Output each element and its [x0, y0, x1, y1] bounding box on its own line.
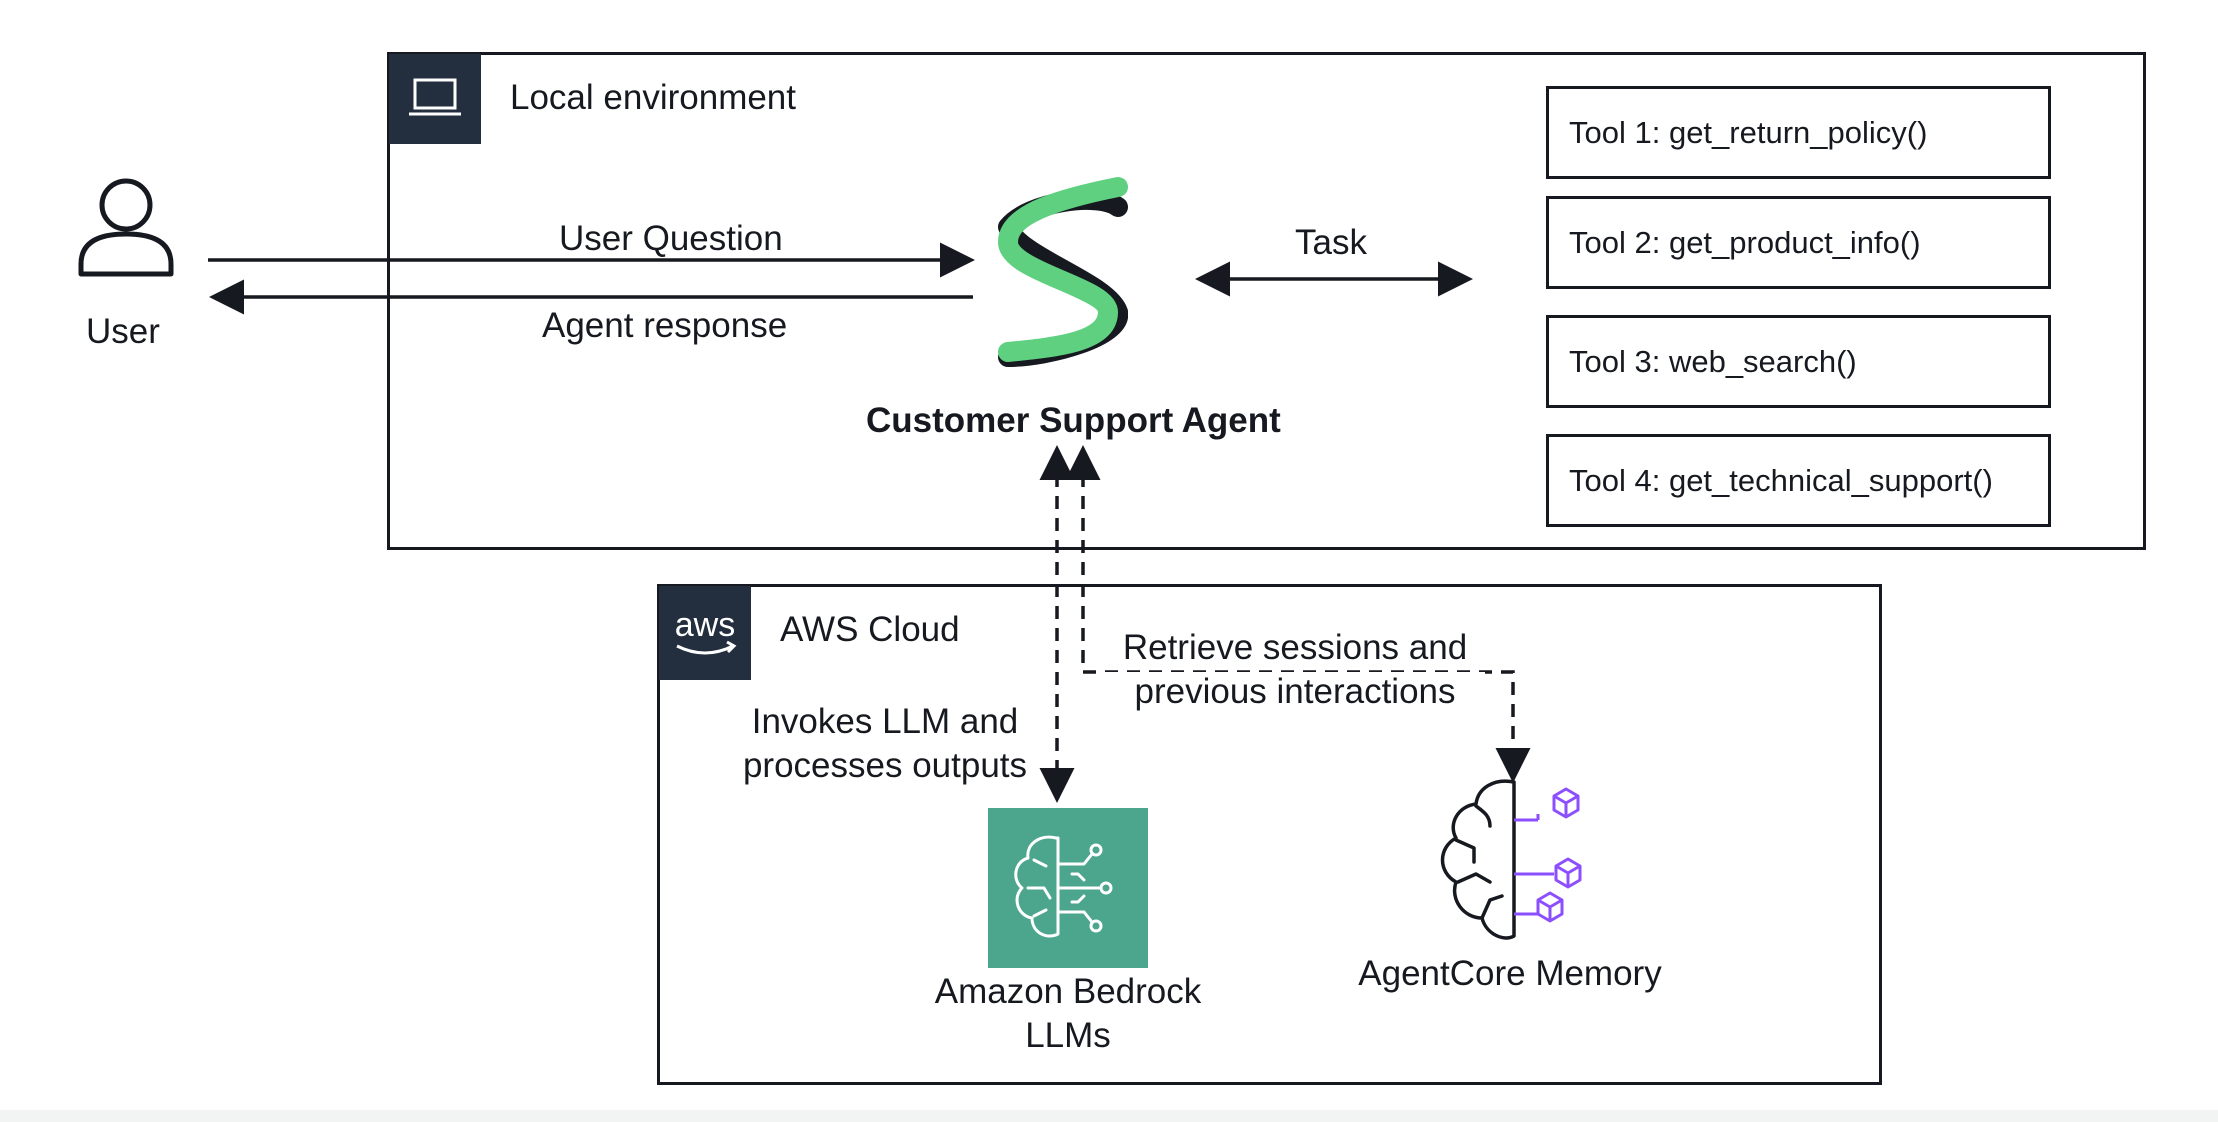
- retrieve-sessions-label-line2: previous interactions: [1105, 672, 1485, 712]
- bedrock-label-line2: LLMs: [1025, 1016, 1111, 1055]
- local-environment-title: Local environment: [510, 78, 796, 117]
- page-bottom-strip: [0, 1110, 2218, 1122]
- invokes-llm-label-line1: Invokes LLM and: [751, 702, 1019, 741]
- agentcore-memory-label: AgentCore Memory: [1358, 954, 1662, 993]
- tool-get-product-info: Tool 2: get_product_info(): [1546, 196, 2051, 289]
- user-question-label: User Question: [559, 219, 783, 258]
- bedrock-brain-icon: [988, 808, 1148, 968]
- tool-get-return-policy: Tool 1: get_return_policy(): [1546, 86, 2051, 179]
- agent-name: Customer Support Agent: [866, 401, 1281, 440]
- retrieve-sessions-label-line1: Retrieve sessions and: [1105, 628, 1485, 668]
- tool-web-search: Tool 3: web_search(): [1546, 315, 2051, 408]
- user-icon: [78, 178, 174, 277]
- user-label: User: [86, 312, 160, 351]
- tool-get-technical-support: Tool 4: get_technical_support(): [1546, 434, 2051, 527]
- agent-response-label: Agent response: [542, 306, 788, 345]
- laptop-icon: [389, 54, 481, 144]
- agentcore-memory-icon: [1440, 779, 1582, 940]
- invokes-llm-label-line2: processes outputs: [742, 746, 1028, 785]
- aws-cloud-title: AWS Cloud: [780, 610, 960, 649]
- task-label: Task: [1295, 223, 1367, 262]
- bedrock-label-line1: Amazon Bedrock: [934, 972, 1202, 1011]
- strands-agent-logo-icon: [997, 177, 1128, 367]
- aws-logo-icon: aws: [659, 586, 751, 680]
- aws-logo-text: aws: [675, 606, 735, 644]
